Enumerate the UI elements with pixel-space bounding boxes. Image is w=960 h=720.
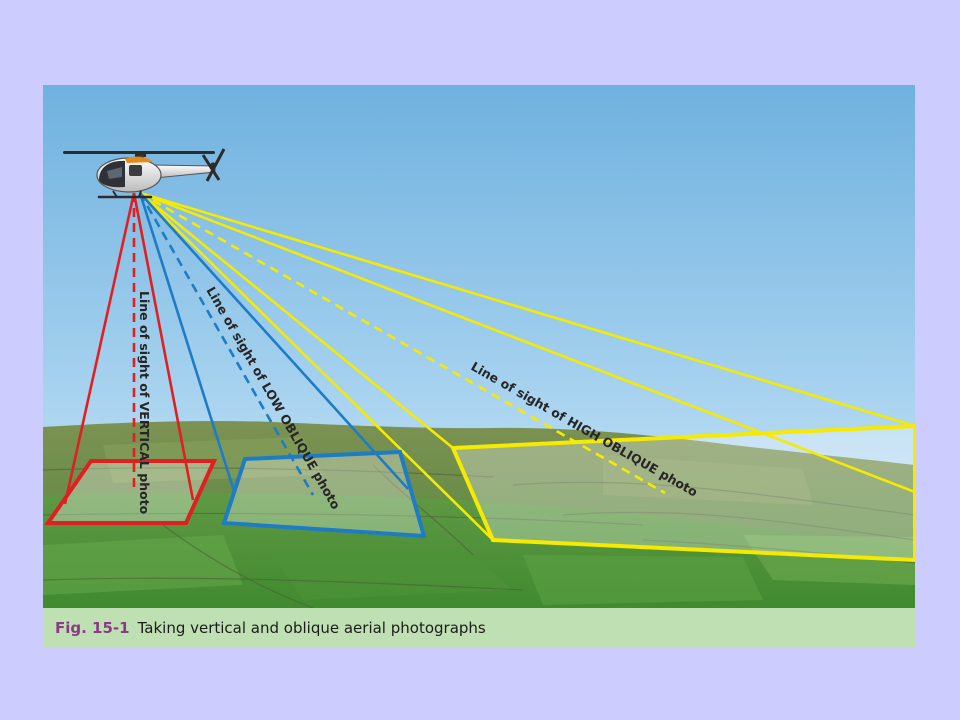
aerial-photography-figure: Line of sight of VERTICAL photo Line of … (43, 85, 915, 647)
vertical-line-of-sight-label: Line of sight of VERTICAL photo (137, 291, 152, 515)
vertical-lines (63, 192, 195, 505)
low-oblique-lines (138, 192, 409, 496)
low-oblique-photo-footprint (221, 449, 427, 539)
high-oblique-photo-footprint (450, 423, 915, 563)
aerial-photography-diagram: Line of sight of VERTICAL photo Line of … (43, 85, 915, 608)
vertical-photo-footprint-fill (48, 461, 214, 523)
figure-number: Fig. 15-1 (55, 618, 130, 637)
low-oblique-photo-footprint-fill (224, 452, 424, 536)
high-oblique-photo-footprint-fill (453, 426, 915, 560)
vertical-photo-footprint (44, 459, 218, 525)
figure-caption-text: Taking vertical and oblique aerial photo… (137, 618, 486, 637)
helicopter-icon (63, 148, 226, 199)
figure-caption: Fig. 15-1 Taking vertical and oblique ae… (43, 608, 915, 647)
